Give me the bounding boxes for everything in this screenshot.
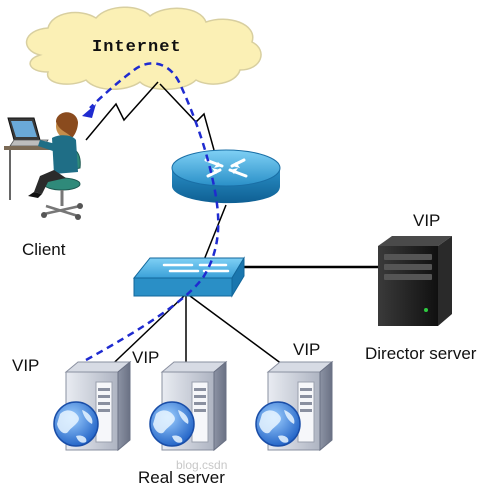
- real-server-1-vip-label: VIP: [12, 356, 40, 375]
- wan-link-client: [85, 81, 159, 141]
- client-label: Client: [22, 240, 66, 259]
- real-server-icon: [53, 361, 131, 451]
- watermark-text: blog.csdn: [176, 458, 228, 472]
- cloud-icon: [25, 6, 262, 90]
- client-person-icon: [4, 112, 83, 220]
- wan-link-router: [159, 83, 215, 151]
- director-server-icon: [378, 236, 452, 326]
- link-router-switch: [203, 204, 227, 261]
- director-vip-label: VIP: [413, 211, 441, 230]
- director-server-label: Director server: [365, 344, 477, 363]
- internet-label: Internet: [92, 38, 182, 57]
- real-server-3-vip-label: VIP: [293, 340, 321, 359]
- real-server-label: Real server: [138, 468, 225, 487]
- real-server-icon: [149, 361, 227, 451]
- packet-path: [85, 62, 220, 362]
- switch-icon: [132, 256, 245, 298]
- router-icon: [171, 149, 281, 204]
- real-server-2-vip-label: VIP: [132, 348, 160, 367]
- real-server-icon: [255, 361, 333, 451]
- packet-arrowhead: [82, 104, 96, 118]
